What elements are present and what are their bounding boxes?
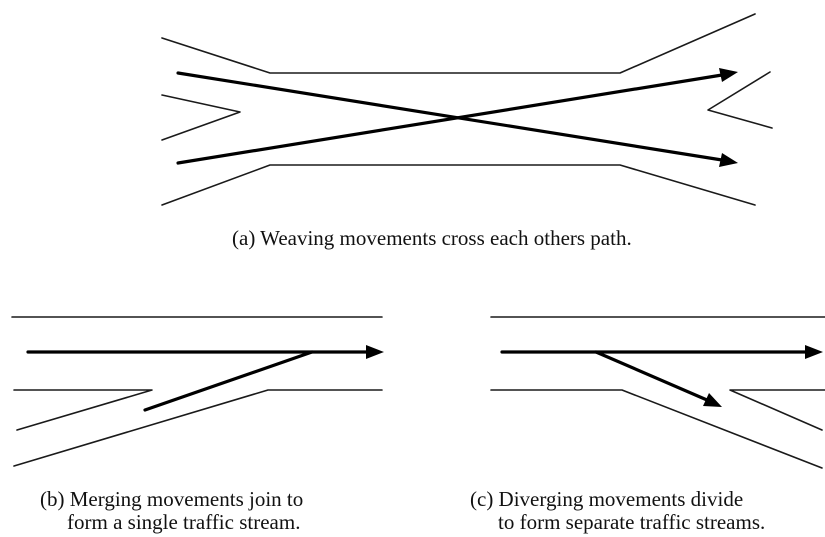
weaving-flow-arrow-up [176,73,724,165]
diverging-ramp-arrow [594,350,709,402]
weaving-upper-edge [161,13,756,74]
diverging-diagram [490,316,825,469]
weaving-right-gore [707,71,773,129]
merging-ramp-arrow [143,350,314,412]
merging-caption-line2: form a single traffic stream. [67,510,301,534]
diverging-ramp-arrowhead [703,393,722,407]
merging-gore [13,389,153,431]
weaving-left-gore [161,94,241,141]
weaving-flow-arrow-down [176,71,724,162]
merging-diagram [11,316,384,467]
merging-lower-edge [13,389,383,467]
weaving-caption: (a) Weaving movements cross each others … [232,226,632,250]
diverging-caption-line1: (c) Diverging movements divide [470,487,744,511]
weaving-arrowhead-up [719,68,738,82]
merging-through-arrowhead [366,345,384,359]
diverging-caption-line2: to form separate traffic streams. [498,510,766,534]
weaving-arrowhead-down [719,153,738,167]
merging-caption-line1: (b) Merging movements join to [40,487,304,511]
diverging-gore [729,389,825,431]
diverging-through-arrowhead [805,345,823,359]
diverging-lower-edge [490,389,823,469]
weaving-lower-edge [161,164,756,206]
weaving-diagram [161,13,773,206]
